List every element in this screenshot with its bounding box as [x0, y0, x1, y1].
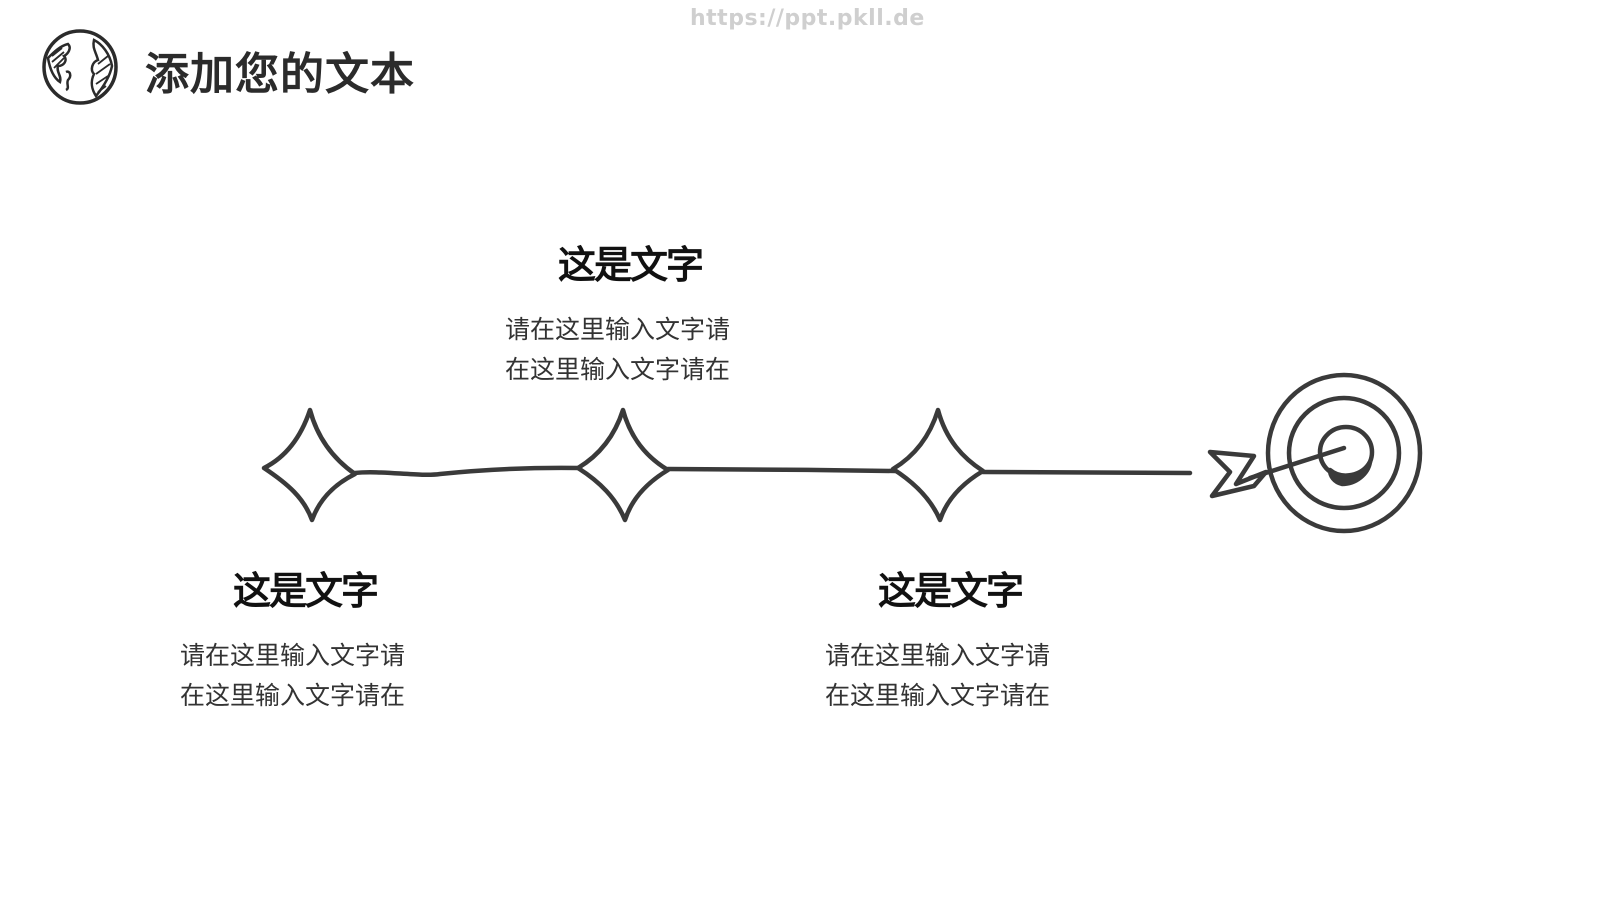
target-arrow-icon	[1207, 372, 1423, 534]
timeline-line-2	[665, 466, 898, 474]
step-3-body: 请在这里输入文字请 在这里输入文字请在	[825, 636, 1075, 716]
step-2-body: 请在这里输入文字请 在这里输入文字请在	[505, 310, 755, 390]
step-1-line-2: 在这里输入文字请在	[180, 681, 406, 710]
star-icon	[575, 407, 671, 523]
timeline-line-3	[980, 469, 1193, 476]
step-1-line-1: 请在这里输入文字请	[180, 641, 406, 670]
step-2: 这是文字 请在这里输入文字请 在这里输入文字请在	[480, 242, 780, 390]
globe-icon	[42, 29, 118, 105]
step-3-line-2: 在这里输入文字请在	[825, 681, 1051, 710]
step-1: 这是文字 请在这里输入文字请 在这里输入文字请在	[155, 568, 455, 716]
step-2-title: 这是文字	[557, 243, 704, 287]
step-2-line-2: 在这里输入文字请在	[505, 355, 731, 384]
timeline-line-1	[352, 465, 583, 478]
step-3-line-1: 请在这里输入文字请	[825, 641, 1051, 670]
star-icon	[261, 407, 358, 523]
page-title: 添加您的文本	[145, 49, 415, 100]
step-1-title: 这是文字	[232, 569, 379, 613]
step-2-line-1: 请在这里输入文字请	[505, 315, 731, 344]
star-icon	[890, 407, 986, 523]
watermark: https://ppt.pkll.de	[690, 6, 925, 31]
step-3-title: 这是文字	[877, 569, 1024, 613]
step-1-body: 请在这里输入文字请 在这里输入文字请在	[180, 636, 430, 716]
step-3: 这是文字 请在这里输入文字请 在这里输入文字请在	[800, 568, 1100, 716]
